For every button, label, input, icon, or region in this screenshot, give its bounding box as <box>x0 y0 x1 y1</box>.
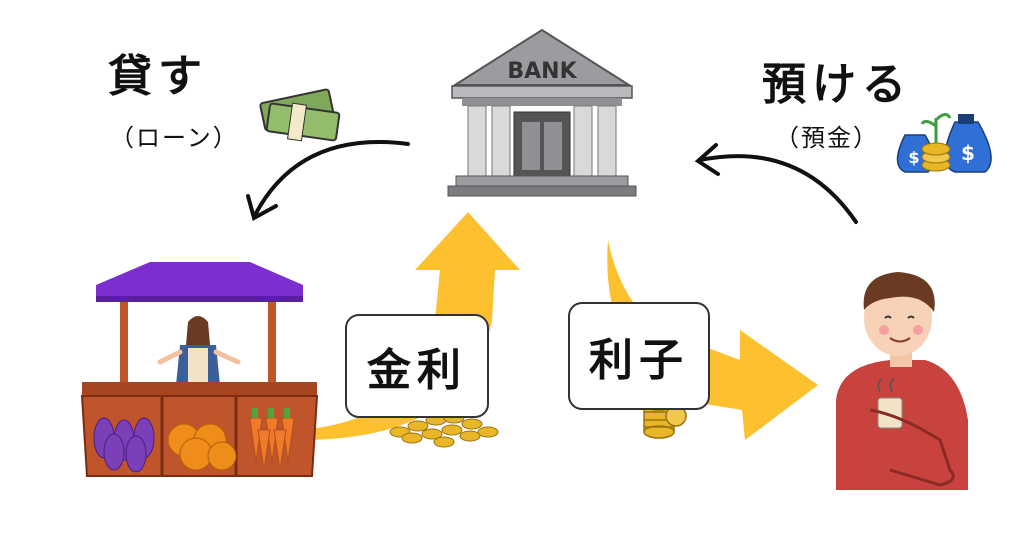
deposit-label: 預ける <box>762 59 912 110</box>
svg-text:$: $ <box>908 148 919 167</box>
yellow-arrow-up <box>300 212 520 440</box>
interest-label: 利子 <box>589 335 689 386</box>
svg-text:$: $ <box>961 141 975 165</box>
lend-label: 貸す <box>108 51 208 102</box>
money-stack-icon <box>259 88 341 142</box>
loan-label: （ローン） <box>110 124 239 152</box>
yellow-arrow-right <box>607 240 818 440</box>
coin-stack-icon <box>643 397 687 439</box>
person-with-cup-icon <box>836 272 968 490</box>
money-bags-icon: $ $ <box>896 113 992 173</box>
bank-icon: BANK <box>447 28 637 197</box>
black-arrow-left <box>246 140 410 221</box>
interest-box: 利子 <box>568 302 710 410</box>
black-arrow-deposit <box>694 143 858 224</box>
deposit-sub-label: （預金） <box>775 124 879 152</box>
interest-rate-label: 金利 <box>367 345 467 396</box>
bank-sign: BANK <box>507 59 577 84</box>
interest-rate-box: 金利 <box>345 314 489 418</box>
market-stall-icon <box>80 262 319 477</box>
